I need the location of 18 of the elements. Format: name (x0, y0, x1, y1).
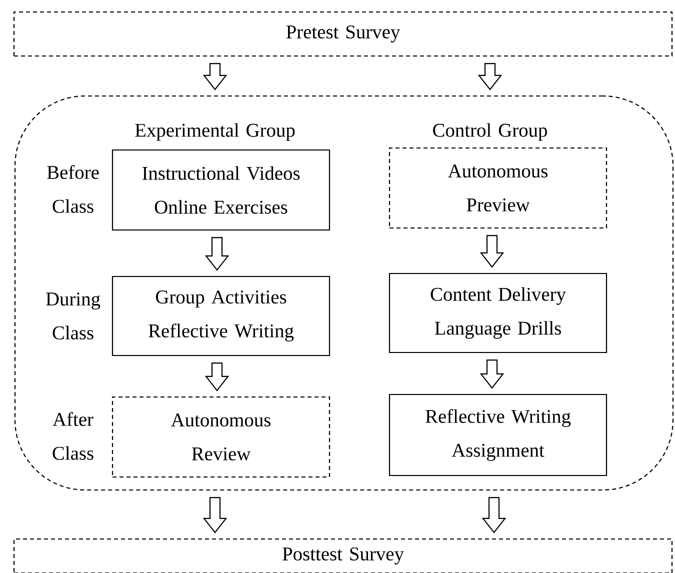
block-arrow (482, 497, 506, 534)
block-arrow (480, 235, 504, 268)
activity-box: Autonomous Review (112, 396, 330, 478)
activity-box: Autonomous Preview (388, 147, 608, 229)
block-arrow (478, 63, 502, 90)
block-arrow (480, 360, 504, 389)
block-arrow (202, 497, 228, 534)
row-label: After Class (52, 412, 94, 460)
survey-box: Posttest Survey (13, 538, 673, 573)
block-arrow (204, 362, 230, 392)
activity-box: Reflective Writing Assignment (388, 394, 608, 476)
activity-box: Content Delivery Language Drills (388, 272, 608, 354)
activity-box: Group Activities Reflective Writing (112, 276, 330, 356)
block-arrow (204, 237, 230, 271)
activity-box: Instructional Videos Online Exercises (112, 149, 330, 231)
survey-box: Pretest Survey (13, 11, 673, 57)
group-container (14, 95, 674, 491)
block-arrow (202, 63, 228, 90)
